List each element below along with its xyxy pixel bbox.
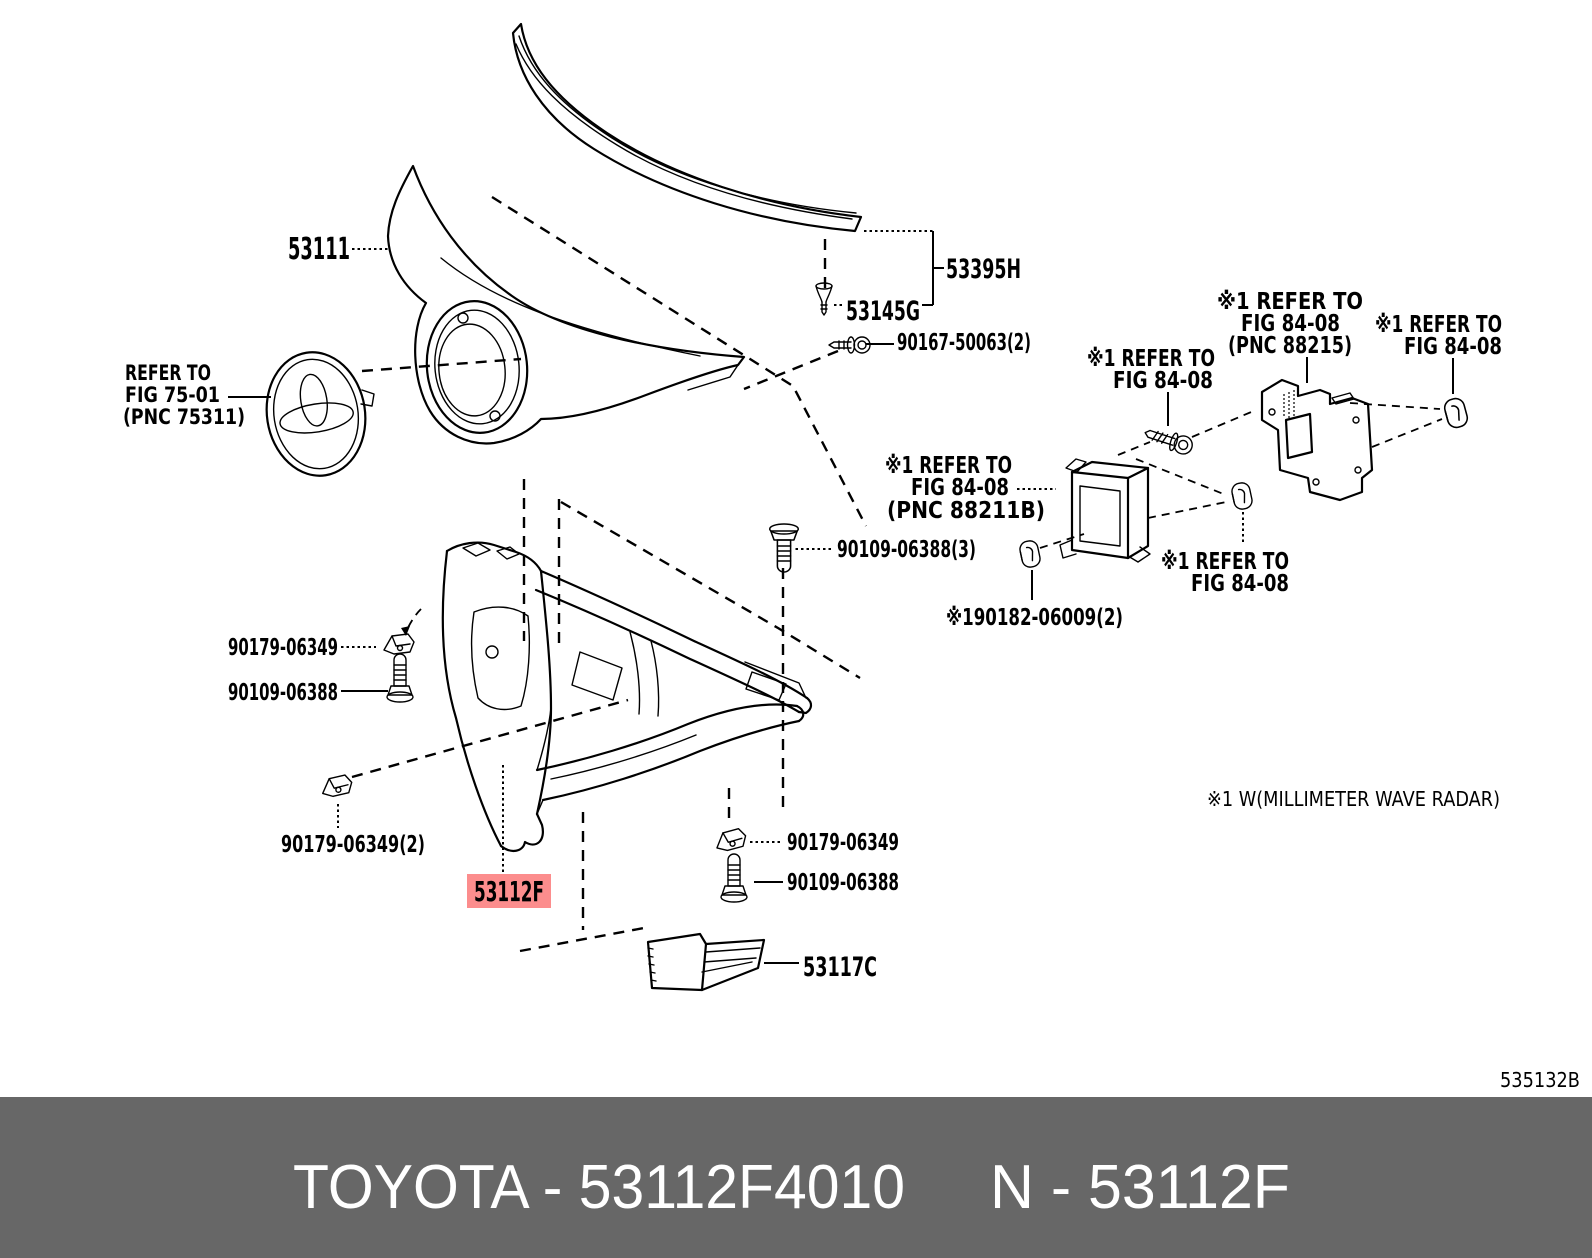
ref-bracket-line2: FIG 84-08 [1241, 311, 1340, 337]
diagram-code: 535132B [1500, 1068, 1580, 1092]
footer-background [0, 1097, 1592, 1258]
footer-banner: TOYOTA - 53112F4010 N - 53112F [0, 1097, 1592, 1258]
radar-bracket-art [1260, 378, 1374, 502]
emblem-ref-line3: (PNC 75311) [123, 405, 245, 429]
label-ref-right: ※1 REFER TO FIG 84-08 [1375, 312, 1502, 360]
toyota-emblem-art [265, 351, 375, 477]
ref-sensor-line1: ※1 REFER TO [885, 453, 1012, 479]
radar-sensor-art [1059, 458, 1151, 563]
label-clip-90179-left[interactable]: 90179-06349 [228, 635, 338, 661]
clip-icon [320, 773, 354, 799]
label-ref-bracket: ※1 REFER TO FIG 84-08 (PNC 88215) [1217, 289, 1363, 359]
label-clip-90179-lower[interactable]: 90179-06349(2) [281, 832, 425, 858]
label-duct-53117C[interactable]: 53117C [803, 952, 877, 983]
grommet-icon [1441, 395, 1471, 431]
footer-part-code: N - 53112F [990, 1153, 1290, 1222]
label-pin-90167[interactable]: 90167-50063(2) [897, 330, 1031, 356]
air-duct-art [646, 932, 766, 992]
highlight-box[interactable] [467, 874, 551, 908]
ref-grommet-line2: FIG 84-08 [1191, 571, 1289, 597]
label-grommet-90182[interactable]: ※190182-06009(2) [946, 605, 1123, 631]
hood-panel-art [386, 164, 746, 445]
ref-screw-line2: FIG 84-08 [1113, 368, 1213, 394]
radar-footnote: ※1 W(MILLIMETER WAVE RADAR) [1207, 787, 1500, 811]
ref-right-line1: ※1 REFER TO [1375, 312, 1502, 338]
ref-screw-line1: ※1 REFER TO [1087, 346, 1215, 372]
label-emblem-ref: REFER TO FIG 75-01 (PNC 75311) [123, 361, 245, 429]
pin-icon [828, 336, 871, 354]
label-bolt-90109-right[interactable]: 90109-06388 [787, 870, 899, 896]
label-ref-sensor: ※1 REFER TO FIG 84-08 (PNC 88211B) [885, 453, 1045, 524]
emblem-ref-line2: FIG 75-01 [125, 383, 220, 407]
label-clip-53145G[interactable]: 53145G [846, 296, 920, 327]
projection-lines [351, 195, 1443, 953]
highlight-53112F[interactable]: 53112F [467, 874, 551, 908]
bolt-icon [768, 523, 800, 573]
ref-sensor-line3: (PNC 88211B) [887, 498, 1045, 524]
hood-molding-strip-art [511, 22, 863, 233]
label-bolt-90109-3[interactable]: 90109-06388(3) [837, 537, 976, 563]
ref-sensor-line2: FIG 84-08 [911, 475, 1009, 501]
label-clip-90179-right[interactable]: 90179-06349 [787, 830, 899, 856]
radiator-grille-art [441, 541, 813, 852]
grommet-icon [1017, 538, 1043, 570]
screw-icon [1141, 423, 1196, 457]
footer-brand-part-number: TOYOTA - 53112F4010 [293, 1153, 905, 1222]
bolt-icon [386, 653, 414, 703]
ref-bracket-line3: (PNC 88215) [1228, 333, 1352, 359]
clip-icon [383, 633, 415, 655]
label-grille-53112F[interactable]: 53112F [474, 875, 544, 908]
ref-bracket-line1: ※1 REFER TO [1217, 289, 1363, 315]
ref-grommet-line1: ※1 REFER TO [1161, 549, 1289, 575]
clip-icon [714, 827, 748, 853]
label-hood-53111[interactable]: 53111 [288, 232, 350, 267]
ref-right-line2: FIG 84-08 [1404, 334, 1502, 360]
label-molding-53395H[interactable]: 53395H [946, 254, 1021, 285]
emblem-ref-line1: REFER TO [125, 361, 211, 385]
label-bolt-90109-left[interactable]: 90109-06388 [228, 680, 338, 706]
grommet-icon [1229, 480, 1255, 512]
bolt-icon [720, 853, 748, 903]
leader-lines [228, 230, 1454, 964]
label-ref-grommet: ※1 REFER TO FIG 84-08 [1161, 549, 1289, 597]
label-ref-screw: ※1 REFER TO FIG 84-08 [1087, 346, 1215, 394]
